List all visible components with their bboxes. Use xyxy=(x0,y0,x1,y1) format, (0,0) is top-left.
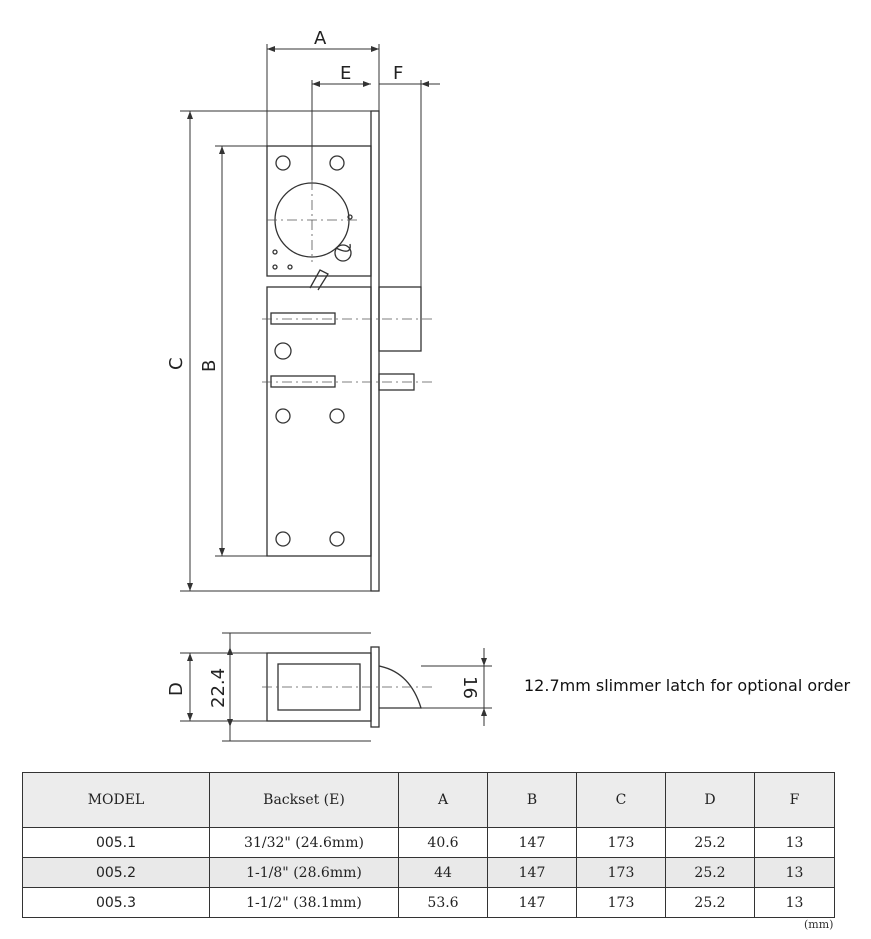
dim-label-c: C xyxy=(166,357,187,370)
cell-backset: 1-1/2" (38.1mm) xyxy=(209,887,399,918)
lock-technical-drawing: A E F C B D 22.4 16 xyxy=(166,28,492,742)
cell-d: 25.2 xyxy=(665,827,755,858)
faceplate xyxy=(370,110,380,592)
spec-table: MODEL Backset (E) A B C D F 005.1 31/32"… xyxy=(22,772,835,918)
cell-d: 25.2 xyxy=(665,857,755,888)
cell-backset: 1-1/8" (28.6mm) xyxy=(209,857,399,888)
cell-c: 173 xyxy=(576,857,666,888)
cell-model: 005.2 xyxy=(22,857,210,888)
cell-model: 005.3 xyxy=(22,887,210,918)
cell-backset: 31/32" (24.6mm) xyxy=(209,827,399,858)
cell-f: 13 xyxy=(754,887,835,918)
col-header-c: C xyxy=(576,772,666,828)
table-row: 005.3 1-1/2" (38.1mm) 53.6 147 173 25.2 … xyxy=(22,887,835,918)
dim-label-f: F xyxy=(393,63,403,84)
deadlatch-pin xyxy=(378,373,415,391)
cell-a: 40.6 xyxy=(398,827,488,858)
col-header-d: D xyxy=(665,772,755,828)
col-header-a: A xyxy=(398,772,488,828)
unit-label: (mm) xyxy=(804,918,834,931)
col-header-model: MODEL xyxy=(22,772,210,828)
cell-f: 13 xyxy=(754,827,835,858)
dim-value-width: 22.4 xyxy=(208,668,229,708)
lock-body-lower xyxy=(266,286,372,557)
cell-c: 173 xyxy=(576,827,666,858)
col-header-f: F xyxy=(754,772,835,828)
cell-f: 13 xyxy=(754,857,835,888)
dim-label-e: E xyxy=(340,63,351,84)
cell-b: 147 xyxy=(487,887,577,918)
cell-b: 147 xyxy=(487,827,577,858)
table-header-row: MODEL Backset (E) A B C D F xyxy=(22,772,835,828)
table-row: 005.2 1-1/8" (28.6mm) 44 147 173 25.2 13 xyxy=(22,857,835,888)
cell-c: 173 xyxy=(576,887,666,918)
table-row: 005.1 31/32" (24.6mm) 40.6 147 173 25.2 … xyxy=(22,827,835,858)
cell-b: 147 xyxy=(487,857,577,888)
dim-label-d: D xyxy=(166,682,187,696)
cell-a: 44 xyxy=(398,857,488,888)
latch-bolt xyxy=(378,286,422,352)
dim-value-latch: 16 xyxy=(459,676,480,699)
latch-note: 12.7mm slimmer latch for optional order xyxy=(524,676,851,695)
dim-label-a: A xyxy=(314,28,327,49)
col-header-backset: Backset (E) xyxy=(209,772,399,828)
dim-label-b: B xyxy=(199,360,220,372)
col-header-b: B xyxy=(487,772,577,828)
cell-d: 25.2 xyxy=(665,887,755,918)
cell-a: 53.6 xyxy=(398,887,488,918)
lock-body-upper xyxy=(266,145,372,277)
cell-model: 005.1 xyxy=(22,827,210,858)
